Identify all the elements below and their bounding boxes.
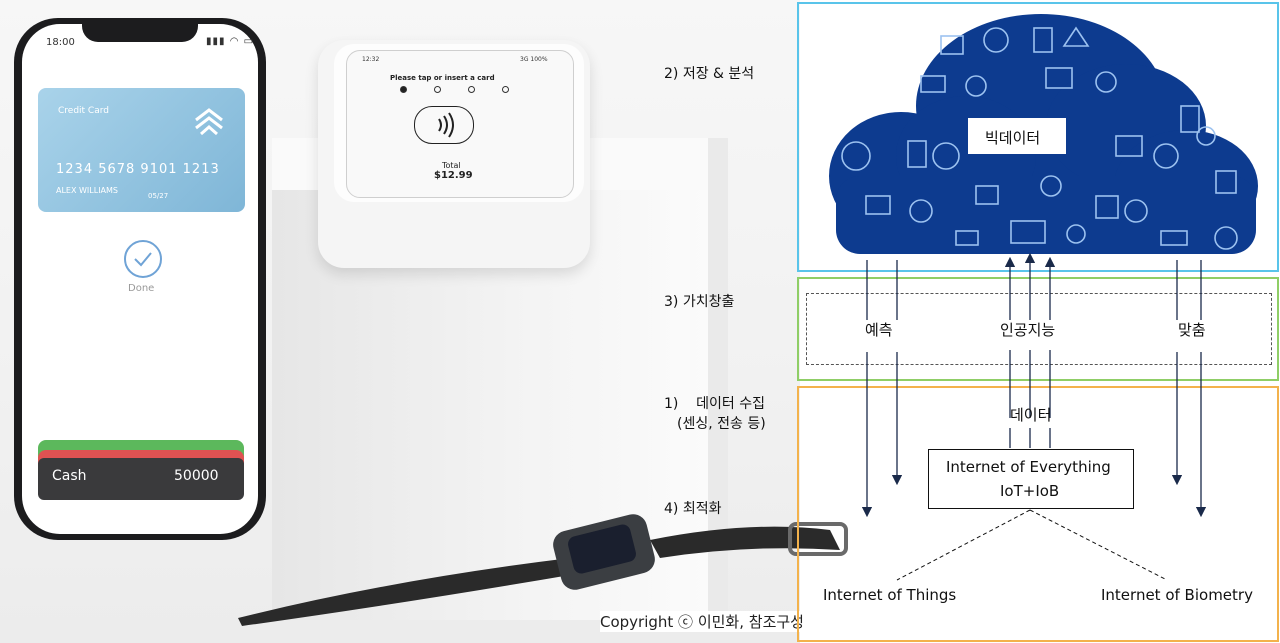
card-holder: ALEX WILLIAMS [56, 186, 119, 195]
terminal-time: 12:32 [362, 56, 380, 63]
card-number: 1234 5678 9101 1213 [56, 162, 220, 177]
progress-dot [468, 86, 475, 93]
progress-dot [434, 86, 441, 93]
card-brand-icon [195, 108, 223, 136]
step-1-label: 1) 데이터 수집 [664, 396, 766, 412]
data-collection-frame [797, 386, 1279, 642]
card-expiry: 05/27 [148, 192, 169, 200]
total-label: Total [442, 161, 461, 170]
big-data-label-box [968, 118, 1066, 154]
phone-notch [82, 20, 198, 42]
credit-card [38, 88, 245, 212]
ai-label: 인공지능 [1000, 321, 1056, 339]
step-3-label: 3) 가치창출 [664, 294, 735, 310]
phone-time: 18:00 [46, 37, 75, 48]
data-label: 데이터 [1010, 406, 1052, 424]
smartwatch [238, 522, 848, 626]
total-amount: $12.99 [434, 170, 473, 181]
phone-status-icons: ▮▮▮ ◠ ▭ [206, 36, 255, 47]
prediction-label: 예측 [865, 321, 893, 339]
done-check-icon [124, 240, 162, 278]
terminal-status: 3G 100% [520, 56, 548, 63]
cash-amount: 50000 [174, 468, 219, 484]
flow-arrows [861, 252, 1207, 581]
copyright-notice: Copyright ⓒ 이민화, 참조구성 [600, 611, 804, 632]
step-1-sublabel: (센싱, 전송 등) [677, 416, 766, 432]
big-data-label: 빅데이터 [985, 129, 1041, 147]
step-2-label: 2) 저장 & 분석 [664, 66, 755, 82]
ioe-subtitle: IoT+IoB [1000, 482, 1060, 500]
terminal-screen [346, 50, 574, 198]
ioe-box [928, 449, 1134, 509]
terminal-prompt: Please tap or insert a card [390, 74, 495, 82]
ioe-title: Internet of Everything [946, 458, 1111, 476]
value-creation-frame [797, 277, 1279, 381]
iob-label: Internet of Biometry [1101, 586, 1253, 604]
card-title: Credit Card [58, 106, 109, 116]
step-4-label: 4) 최적화 [664, 501, 722, 517]
storage-analysis-frame [797, 2, 1279, 272]
progress-dot [502, 86, 509, 93]
contactless-icon [414, 106, 474, 144]
done-label: Done [128, 283, 155, 294]
customization-label: 맞춤 [1178, 321, 1206, 339]
cash-card [38, 458, 244, 500]
pedestal-side [708, 138, 728, 620]
iot-label: Internet of Things [823, 586, 957, 604]
cash-label: Cash [52, 468, 87, 484]
value-dashed-box [806, 293, 1272, 365]
progress-dot [400, 86, 407, 93]
